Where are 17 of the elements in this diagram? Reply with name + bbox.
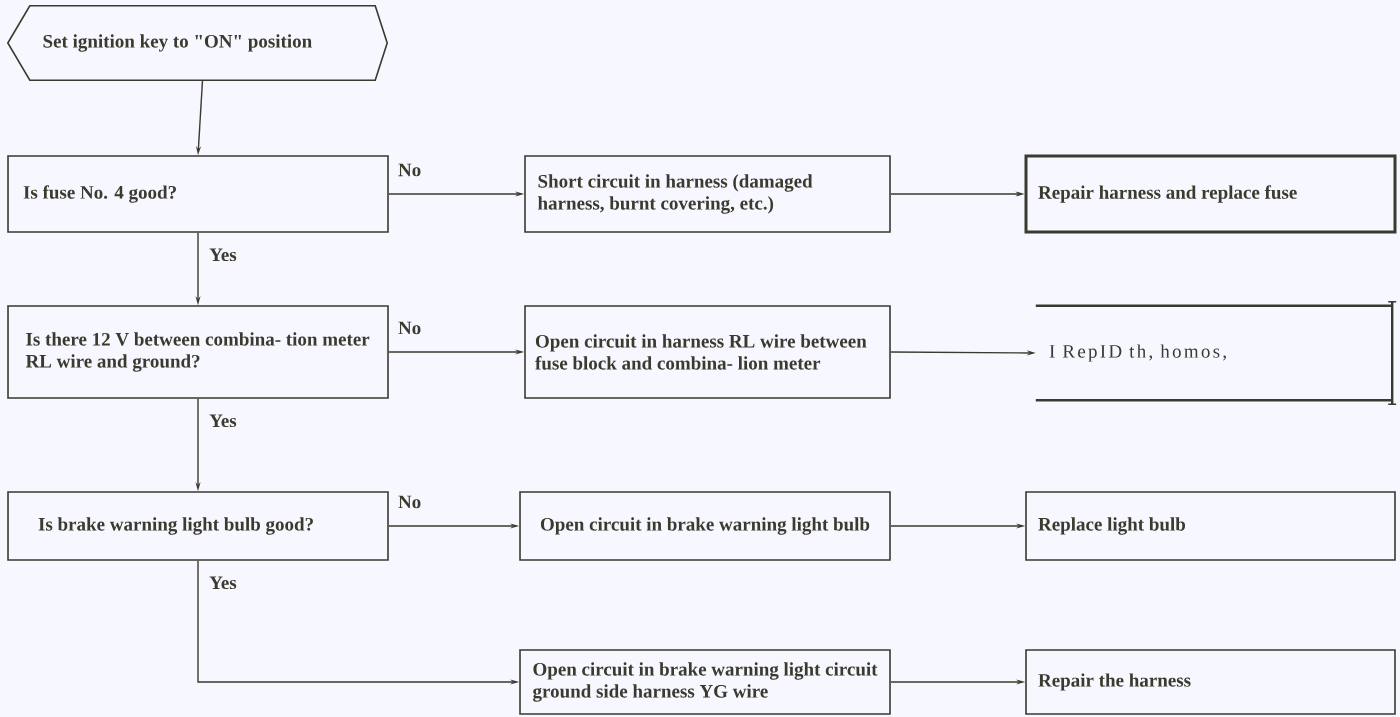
edge-label: No [398,321,421,335]
process-box: Repair harness and replace fuse [1024,154,1397,234]
process-box: Short circuit in harness (damaged harness, burnt covering, etc.) [524,155,891,233]
process-box: Is fuse No. 4 good? [7,155,389,233]
process-box: Is there 12 V between combina- tion meter RL wire and ground? [7,305,389,399]
edge-label: Yes [209,576,237,590]
process-box: Open circuit in brake warning light bulb [519,491,891,561]
process-box: Repair the harness [1025,649,1396,715]
edge-label: No [398,495,421,509]
edge-label: Yes [209,414,237,428]
edge-label: Yes [209,248,237,262]
process-box: Open circuit in harness RL wire between fuse block and combina- lion meter [524,305,891,399]
process-box: Replace light bulb [1025,491,1396,561]
process-box: I RepID th, homos, [1034,301,1397,405]
edge-label: No [398,163,421,177]
process-box: Is brake warning light bulb good? [7,491,389,561]
process-box: Open circuit in brake warning light circuit ground side harness YG wire [519,649,891,715]
